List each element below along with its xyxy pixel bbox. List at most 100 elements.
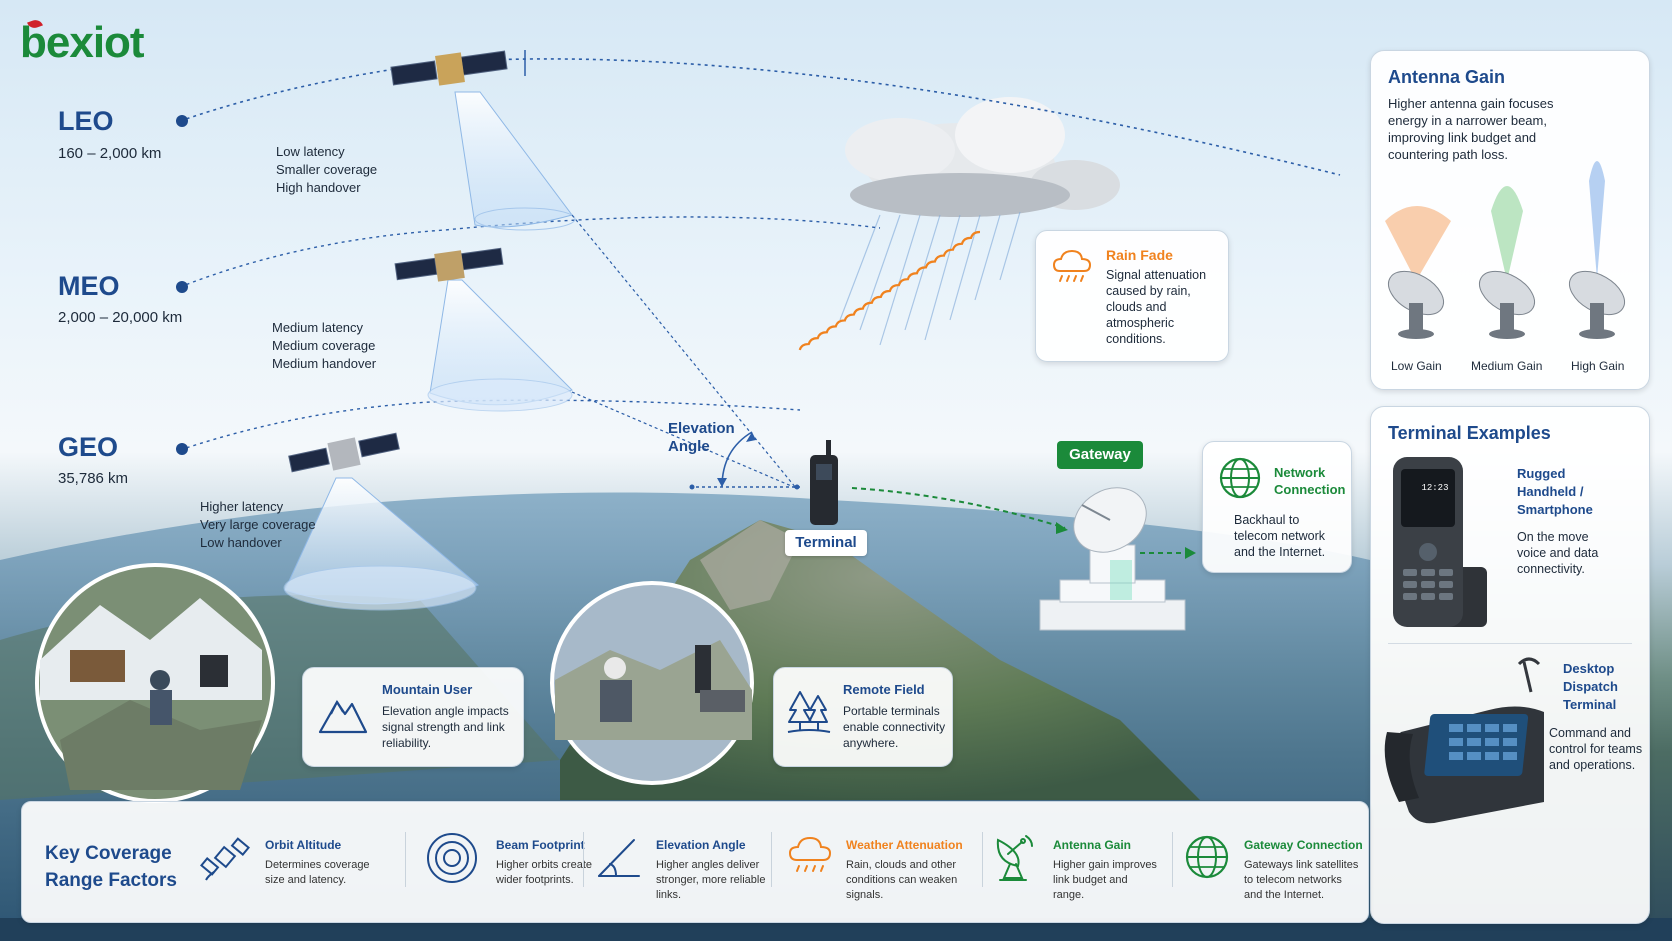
text-line: energy in a narrower beam,	[1388, 113, 1547, 128]
elevation-angle-line: Elevation	[668, 420, 735, 437]
text-line: Terminal	[1563, 697, 1617, 712]
terminal-examples-title: Terminal Examples	[1388, 423, 1551, 443]
meo-satellite-illustration	[394, 247, 504, 282]
orbit-trait: High handover	[276, 180, 361, 195]
rain-fade-card: Rain Fade Signal attenuation caused by r…	[1035, 230, 1229, 362]
rain-cloud-icon	[1052, 249, 1092, 282]
beam-footprint-icon	[427, 833, 477, 883]
text-line: conditions can weaken	[846, 874, 958, 886]
factor-divider	[405, 832, 406, 887]
text-line: Backhaul to	[1234, 513, 1300, 527]
text-line: and the Internet.	[1234, 545, 1326, 559]
elevation-angle-line: Angle	[668, 438, 710, 455]
factor-title: Antenna Gain	[1053, 838, 1132, 852]
factor-title: Weather Attenuation	[846, 838, 963, 852]
rugged-handheld-text: On the move voice and data connectivity.	[1517, 529, 1598, 577]
terminal-examples-panel: Terminal Examples 12:23 Rugged Handheld …	[1370, 406, 1650, 924]
text-line: Handheld /	[1517, 484, 1584, 499]
mountain-user-card: Mountain User Elevation angle impacts si…	[302, 667, 524, 767]
text-line: Higher angles deliver	[656, 859, 760, 871]
orbit-marker-dot	[176, 115, 188, 127]
mountain-user-title: Mountain User	[382, 682, 473, 697]
factor-orbit-altitude: Orbit Altitude Determines coverage size …	[200, 802, 400, 902]
orbit-trait: Medium coverage	[272, 338, 376, 353]
antenna-gain-title: Antenna Gain	[1388, 67, 1506, 87]
brand-logo: bexiot	[20, 17, 145, 68]
text-line: size and latency.	[265, 874, 347, 886]
mountain-user-photo	[35, 563, 275, 803]
elevation-angle-label: Elevation Angle	[668, 420, 735, 456]
text-line: to telecom networks	[1244, 874, 1342, 886]
orbit-trait: Very large coverage	[200, 517, 316, 532]
text-line: connectivity.	[1517, 562, 1585, 576]
leo-satellite-illustration	[390, 50, 508, 86]
text-line: Network	[1274, 465, 1326, 480]
desktop-dispatch-text: Command and control for teams and operat…	[1549, 725, 1642, 773]
factor-divider	[982, 832, 983, 887]
geo-satellite-illustration	[288, 432, 400, 473]
orbit-traits: Low latency Smaller coverage High handov…	[276, 143, 377, 197]
globe-icon	[1219, 457, 1261, 499]
terminal-label: Terminal	[785, 530, 867, 556]
text-line: clouds and	[1106, 300, 1167, 314]
orbit-trait: Low handover	[200, 535, 282, 550]
factor-text: Higher gain improves link budget and ran…	[1053, 858, 1157, 903]
orbit-trait: Medium latency	[272, 320, 364, 335]
text-line: improving link budget and	[1388, 130, 1537, 145]
remote-field-card: Remote Field Portable terminals enable c…	[773, 667, 953, 767]
gateway-station-illustration	[1039, 487, 1186, 631]
text-line: Command and	[1549, 726, 1631, 740]
text-line: Higher gain improves	[1053, 859, 1157, 871]
handheld-terminal-illustration	[810, 440, 838, 525]
remote-field-photo	[550, 581, 754, 785]
pine-trees-icon	[787, 691, 831, 733]
orbit-altitude: 2,000 – 20,000 km	[58, 309, 183, 326]
factor-text: Higher angles deliver stronger, more rel…	[656, 858, 765, 903]
low-gain-label: Low Gain	[1391, 359, 1442, 373]
dish-antenna-icon	[996, 835, 1033, 881]
factor-weather-attenuation: Weather Attenuation Rain, clouds and oth…	[786, 802, 986, 902]
text-line: wider footprints.	[496, 874, 574, 886]
factor-divider	[583, 832, 584, 887]
text-line: Key Coverage	[45, 843, 172, 864]
text-line: atmospheric	[1106, 316, 1175, 330]
rain-cloud-icon	[788, 836, 832, 872]
desktop-dispatch-illustration	[1384, 657, 1544, 824]
text-line: Connection	[1274, 482, 1346, 497]
text-line: On the move	[1517, 530, 1589, 544]
text-line: Rain, clouds and other	[846, 859, 957, 871]
factor-divider	[771, 832, 772, 887]
orbit-marker-dot	[176, 281, 188, 293]
text-line: range.	[1053, 889, 1085, 901]
text-line: Portable terminals	[843, 704, 940, 718]
factor-text: Rain, clouds and other conditions can we…	[846, 858, 957, 903]
satellite-icon	[200, 837, 250, 881]
handheld-screen-time: 12:23	[1421, 483, 1449, 493]
text-line: Desktop	[1563, 661, 1615, 676]
text-line: links.	[656, 889, 682, 901]
text-line: conditions.	[1106, 332, 1166, 346]
text-line: telecom network	[1234, 529, 1326, 543]
orbit-traits: Higher latency Very large coverage Low h…	[200, 498, 316, 552]
panel-divider	[1388, 643, 1632, 644]
factor-text: Gateways link satellites to telecom netw…	[1244, 858, 1358, 903]
text-line: stronger, more reliable	[656, 874, 766, 886]
gateway-label: Gateway	[1057, 441, 1143, 469]
key-factors-title: Key Coverage Range Factors	[45, 840, 177, 894]
text-line: Gateways link satellites	[1244, 859, 1359, 871]
remote-field-text: Portable terminals enable connectivity a…	[843, 703, 945, 751]
rain-fade-text: Signal attenuation caused by rain, cloud…	[1106, 267, 1206, 347]
rugged-handheld-title: Rugged Handheld / Smartphone	[1517, 465, 1593, 519]
text-line: enable connectivity	[843, 720, 946, 734]
text-line: Rugged	[1517, 466, 1566, 481]
factor-divider	[1172, 832, 1173, 887]
text-line: caused by rain,	[1106, 284, 1191, 298]
network-connection-text: Backhaul to telecom network and the Inte…	[1234, 512, 1325, 560]
network-connection-card: Network Connection Backhaul to telecom n…	[1202, 441, 1352, 573]
text-line: Range Factors	[45, 870, 177, 891]
factor-elevation-angle: Elevation Angle Higher angles deliver st…	[596, 802, 786, 902]
factor-title: Beam Footprint	[496, 838, 585, 852]
text-line: Smartphone	[1517, 502, 1593, 517]
factor-title: Elevation Angle	[656, 838, 746, 852]
orbit-trait: Medium handover	[272, 356, 377, 371]
